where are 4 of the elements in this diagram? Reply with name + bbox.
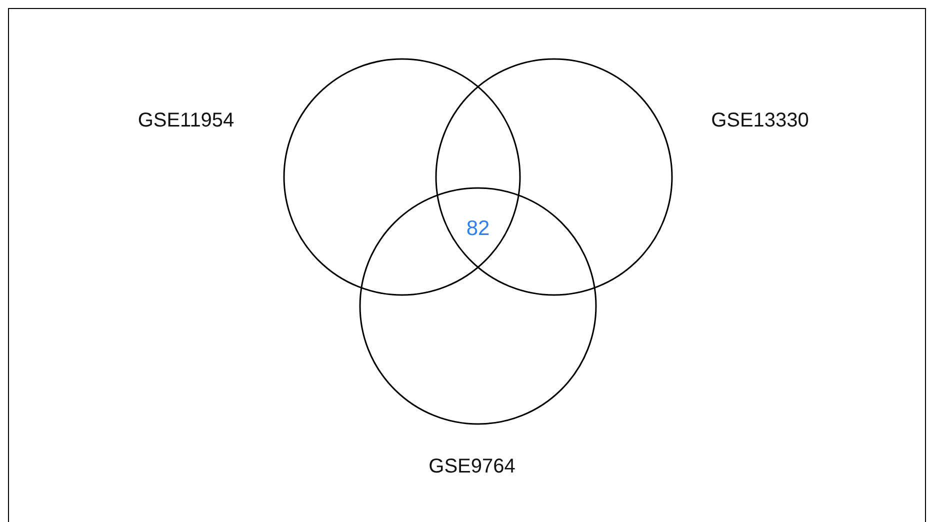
set-label: GSE9764 (428, 456, 516, 478)
set-label: GSE13330 (711, 110, 809, 132)
intersection-count: 82 (466, 217, 490, 241)
set-label: GSE11954 (138, 110, 234, 132)
